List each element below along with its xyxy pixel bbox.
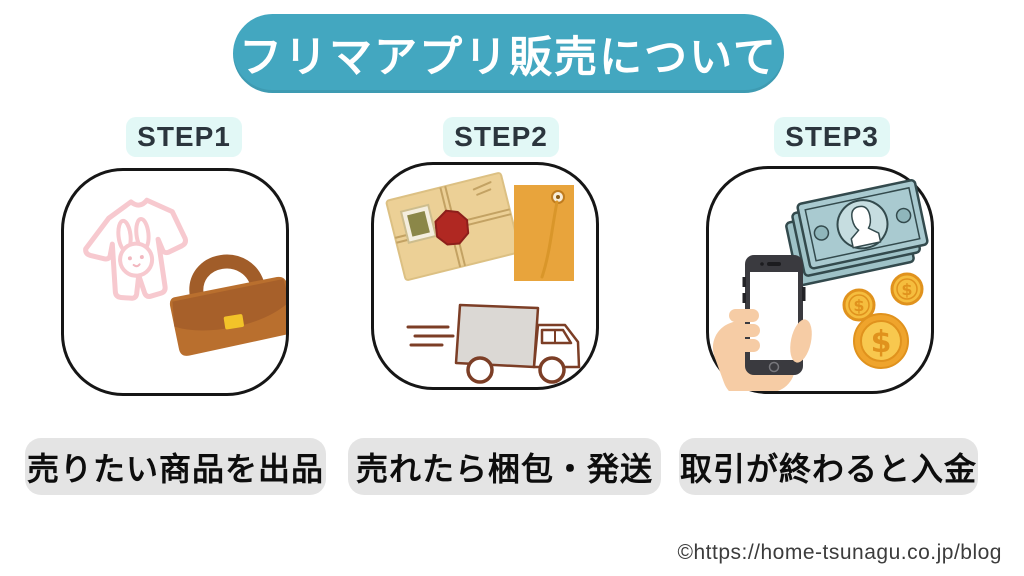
- step2-illustration: [385, 172, 581, 384]
- step1-caption-text: 売りたい商品を出品: [26, 450, 324, 487]
- footer-credit: ©https://home-tsunagu.co.jp/blog: [677, 541, 1002, 564]
- coin-small-1: $: [842, 288, 876, 322]
- step1-illustration: [83, 197, 286, 356]
- step1-label: STEP1: [126, 117, 242, 157]
- step3-illustration: $ $ $: [712, 179, 929, 391]
- step2-label: STEP2: [443, 117, 559, 157]
- envelope-icon: [514, 185, 574, 281]
- bunny-face: [116, 216, 155, 278]
- step1-caption: 売りたい商品を出品: [25, 438, 326, 495]
- coin-large: $: [853, 313, 909, 369]
- wrapped-package-icon: [385, 172, 521, 281]
- baby-onesie-icon: [83, 197, 188, 301]
- step3-caption: 取引が終わると入金: [679, 438, 978, 495]
- delivery-truck-icon: [406, 303, 581, 384]
- coins-icon: $ $ $: [842, 272, 924, 369]
- step2-label-text: STEP2: [454, 121, 548, 152]
- title-banner: フリマアプリ販売について: [233, 14, 784, 93]
- step3-card: $ $ $: [706, 166, 934, 394]
- svg-text:$: $: [901, 280, 912, 299]
- coin-small-2: $: [890, 272, 924, 306]
- money-bills-icon: [785, 179, 929, 287]
- step2-caption-text: 売れたら梱包・発送: [355, 450, 653, 487]
- step1-card: [61, 168, 289, 396]
- step1-label-text: STEP1: [137, 121, 231, 152]
- page-title: フリマアプリ販売について: [239, 33, 778, 82]
- svg-text:$: $: [853, 296, 864, 315]
- hand-holding-smartphone-icon: [712, 255, 812, 391]
- step2-caption: 売れたら梱包・発送: [348, 438, 661, 495]
- step3-label: STEP3: [774, 117, 890, 157]
- step3-label-text: STEP3: [785, 121, 879, 152]
- step2-card: [371, 162, 599, 390]
- svg-text:$: $: [871, 325, 892, 360]
- step3-caption-text: 取引が終わると入金: [679, 450, 977, 487]
- handbag-icon: [169, 254, 286, 356]
